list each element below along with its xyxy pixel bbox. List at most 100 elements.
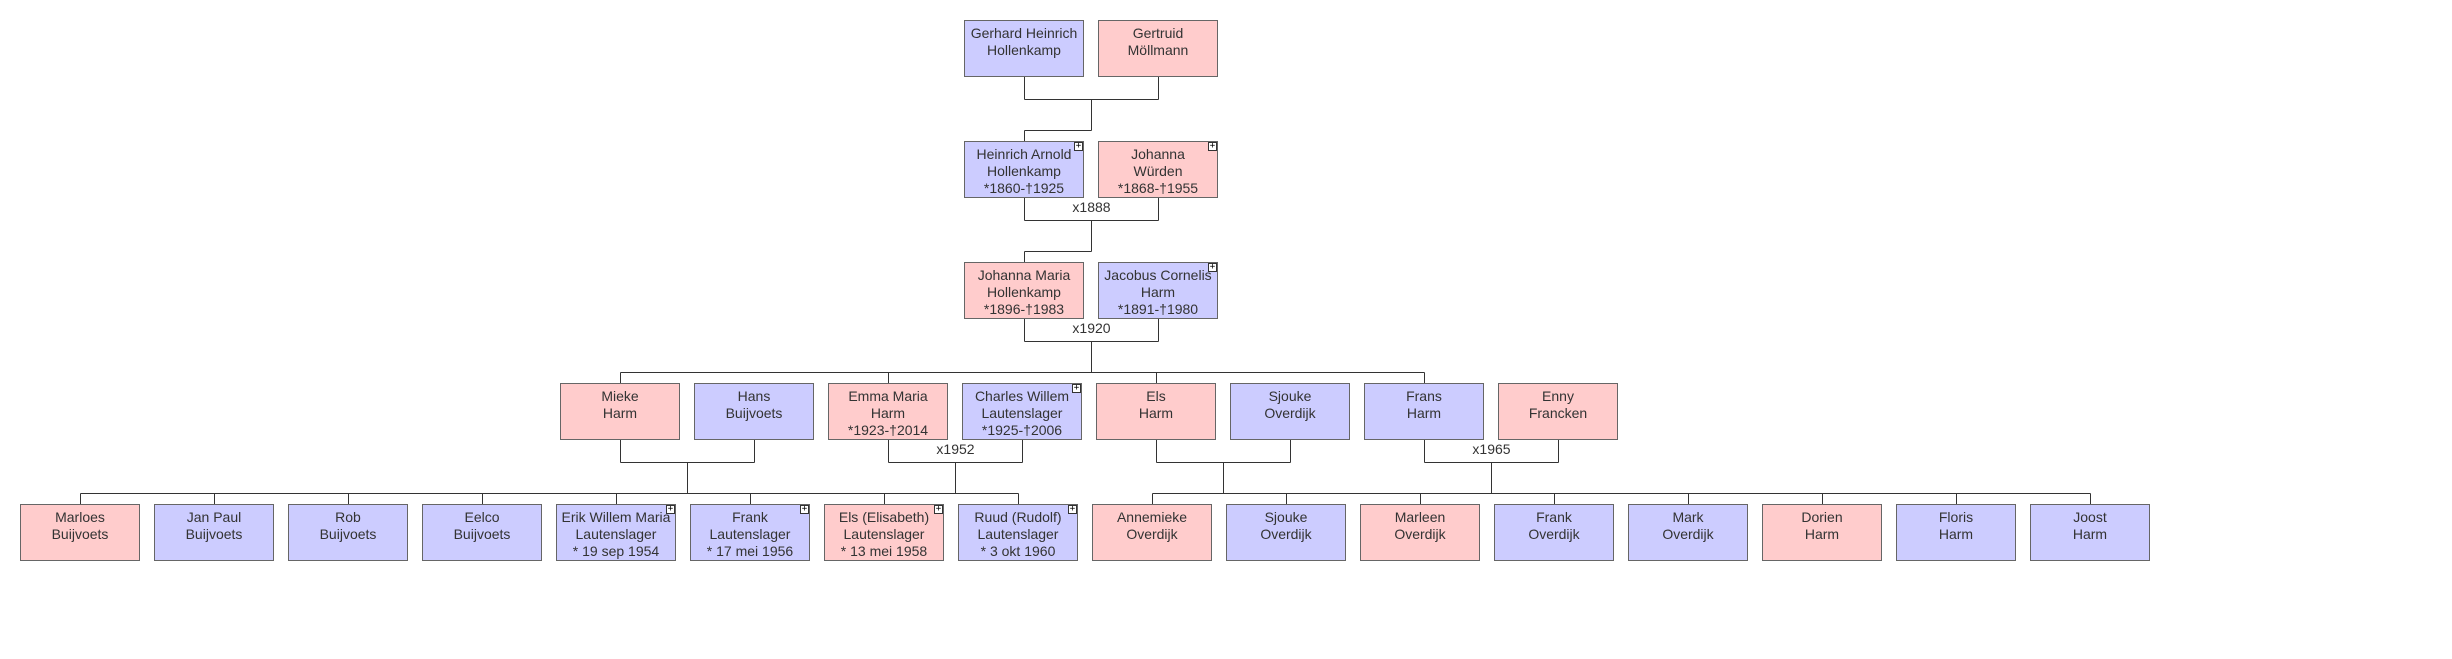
person-name-line: Harm: [1140, 284, 1176, 300]
person-name-line: Overdijk: [1260, 526, 1312, 542]
person-name-line: Frank: [1536, 509, 1572, 525]
person-name-line: Harm: [870, 405, 906, 421]
expand-plus-icon[interactable]: +: [1072, 383, 1081, 393]
person-dates: * 17 mei 1956: [706, 543, 794, 559]
expand-plus-icon[interactable]: +: [1208, 141, 1217, 151]
person-name-line: Buijvoets: [185, 526, 243, 542]
person-dates: *1868-†1955: [1117, 180, 1199, 196]
person-name-line: Hollenkamp: [987, 284, 1061, 300]
person-name-line: Würden: [1133, 163, 1183, 179]
person-name-line: Els: [1146, 388, 1166, 404]
person-dates: *1860-†1925: [983, 180, 1065, 196]
person-name-line: Jacobus Cornelis: [1104, 267, 1212, 283]
person-name-line: Harm: [1138, 405, 1174, 421]
expand-plus-icon[interactable]: +: [800, 504, 809, 514]
person-name-line: Hollenkamp: [987, 42, 1061, 58]
person-name-line: Buijvoets: [319, 526, 377, 542]
person-name-line: Francken: [1528, 405, 1588, 421]
person-name-line: Sjouke: [1268, 388, 1312, 404]
person-name-line: Gerhard Heinrich: [970, 25, 1078, 41]
person-name-line: Buijvoets: [453, 526, 511, 542]
person-name-line: Rob: [335, 509, 361, 525]
person-dates: *1896-†1983: [983, 301, 1065, 317]
person-name-line: Overdijk: [1394, 526, 1446, 542]
person-name-line: Overdijk: [1662, 526, 1714, 542]
person-name-line: Overdijk: [1528, 526, 1580, 542]
person-name-line: Lautenslager: [981, 405, 1063, 421]
person-name-line: Jan Paul: [186, 509, 242, 525]
person-name-line: Mieke: [601, 388, 639, 404]
person-name-line: Annemieke: [1116, 509, 1188, 525]
person-name-line: Joost: [2073, 509, 2107, 525]
expand-plus-icon[interactable]: +: [934, 504, 943, 514]
person-dates: * 3 okt 1960: [980, 543, 1056, 559]
person-name-line: Emma Maria: [848, 388, 928, 404]
person-name-line: Mark: [1672, 509, 1704, 525]
person-name-line: Heinrich Arnold: [976, 146, 1072, 162]
person-dates: *1923-†2014: [847, 422, 929, 438]
marriage-year-label: x1920: [1072, 320, 1111, 336]
person-name-line: Charles Willem: [974, 388, 1070, 404]
person-box[interactable]: Ruud (Rudolf)Lautenslager* 3 okt 1960+: [958, 504, 1078, 561]
person-name-line: Harm: [1804, 526, 1840, 542]
person-dates: * 13 mei 1958: [840, 543, 928, 559]
person-name-line: Johanna: [1131, 146, 1185, 162]
person-name-line: Eelco: [464, 509, 500, 525]
person-name-line: Hollenkamp: [987, 163, 1061, 179]
person-name-line: Harm: [1406, 405, 1442, 421]
person-name-line: Buijvoets: [51, 526, 109, 542]
person-name-line: Marloes: [55, 509, 105, 525]
person-name-line: Enny: [1542, 388, 1574, 404]
person-name-line: Marleen: [1394, 509, 1446, 525]
expand-plus-icon[interactable]: +: [666, 504, 675, 514]
person-box[interactable]: Els (Elisabeth)Lautenslager* 13 mei 1958…: [824, 504, 944, 561]
expand-plus-icon[interactable]: +: [1068, 504, 1077, 514]
person-name-line: Lautenslager: [575, 526, 657, 542]
expand-plus-icon[interactable]: +: [1074, 141, 1083, 151]
person-name-line: Sjouke: [1264, 509, 1308, 525]
person-name-line: Frank: [732, 509, 768, 525]
person-name-line: Harm: [1938, 526, 1974, 542]
person-name-line: Overdijk: [1126, 526, 1178, 542]
person-name-line: Els (Elisabeth): [838, 509, 930, 525]
person-name-line: Floris: [1938, 509, 1974, 525]
person-name-line: Erik Willem Maria: [561, 509, 671, 525]
person-name-line: Hans: [737, 388, 771, 404]
person-dates: *1925-†2006: [981, 422, 1063, 438]
person-name-line: Buijvoets: [725, 405, 783, 421]
person-name-line: Lautenslager: [843, 526, 925, 542]
marriage-year-label: x1888: [1072, 199, 1111, 215]
expand-plus-icon[interactable]: +: [1208, 262, 1217, 272]
person-name-line: Lautenslager: [977, 526, 1059, 542]
person-name-line: Lautenslager: [709, 526, 791, 542]
